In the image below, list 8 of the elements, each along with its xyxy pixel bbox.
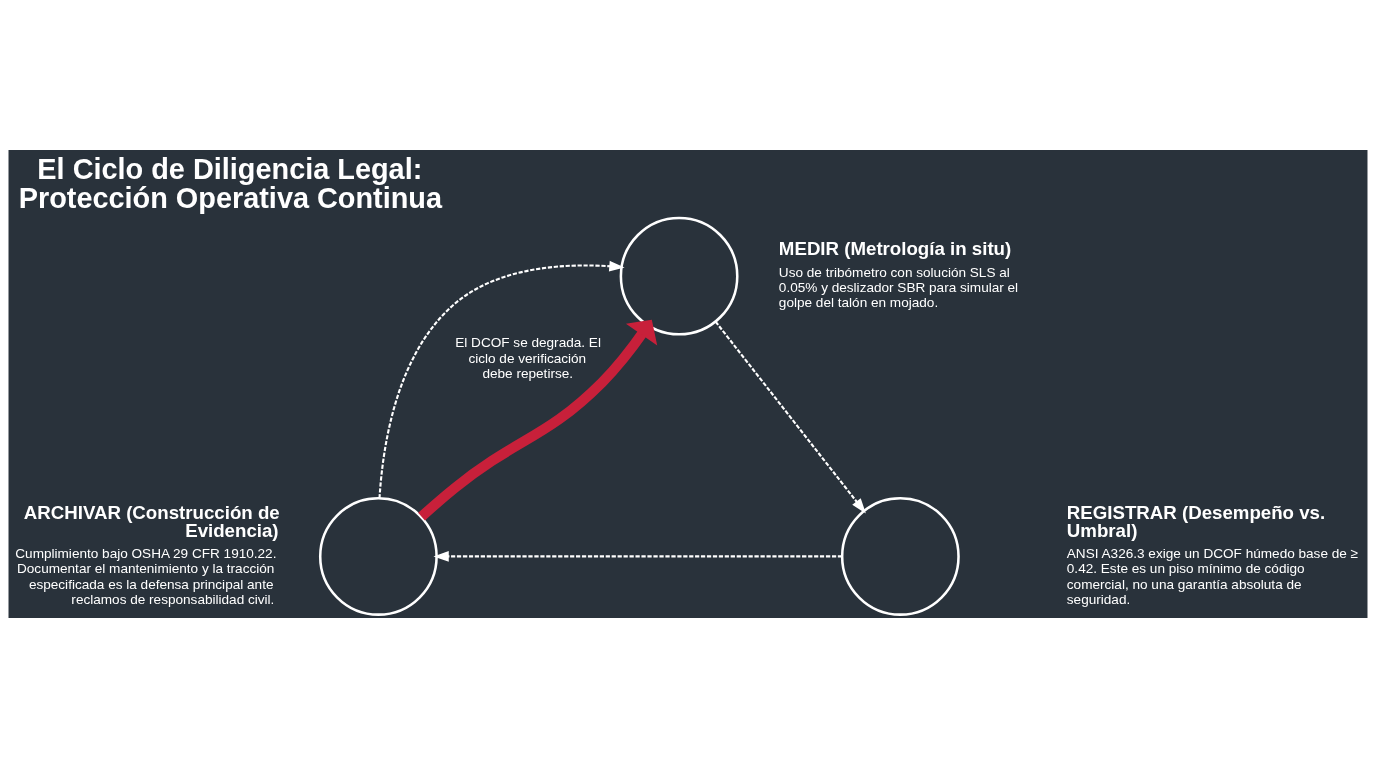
node-label: REGISTRAR (Desempeño vs. Umbral) bbox=[1066, 501, 1326, 542]
node-label: ARCHIVAR (Construcción de Evidencia) bbox=[23, 501, 280, 542]
node-label: Uso de tribómetro con solución SLS al 0.05% y deslizador SBR para simular el golpe del talón en mojado. bbox=[778, 264, 1019, 311]
diagram-title: El Ciclo de Diligencia Legal: Protección Operativa Continua bbox=[18, 153, 443, 214]
node-label: ANSI A326.3 exige un DCOF húmedo base de ≥ 0.42. Este es un piso mínimo de código comercial, no una garantía absoluta de seguridad. bbox=[1066, 545, 1359, 607]
edge-label: El DCOF se degrada. El ciclo de verificación debe repetirse. bbox=[455, 335, 601, 381]
node-label: Cumplimiento bajo OSHA 29 CFR 1910.22. Documentar el mantenimiento y la tracción especificada es la defensa principal ante reclamos de responsabilidad civil. bbox=[15, 545, 277, 607]
node-label: MEDIR (Metrología in situ) bbox=[778, 237, 1012, 259]
